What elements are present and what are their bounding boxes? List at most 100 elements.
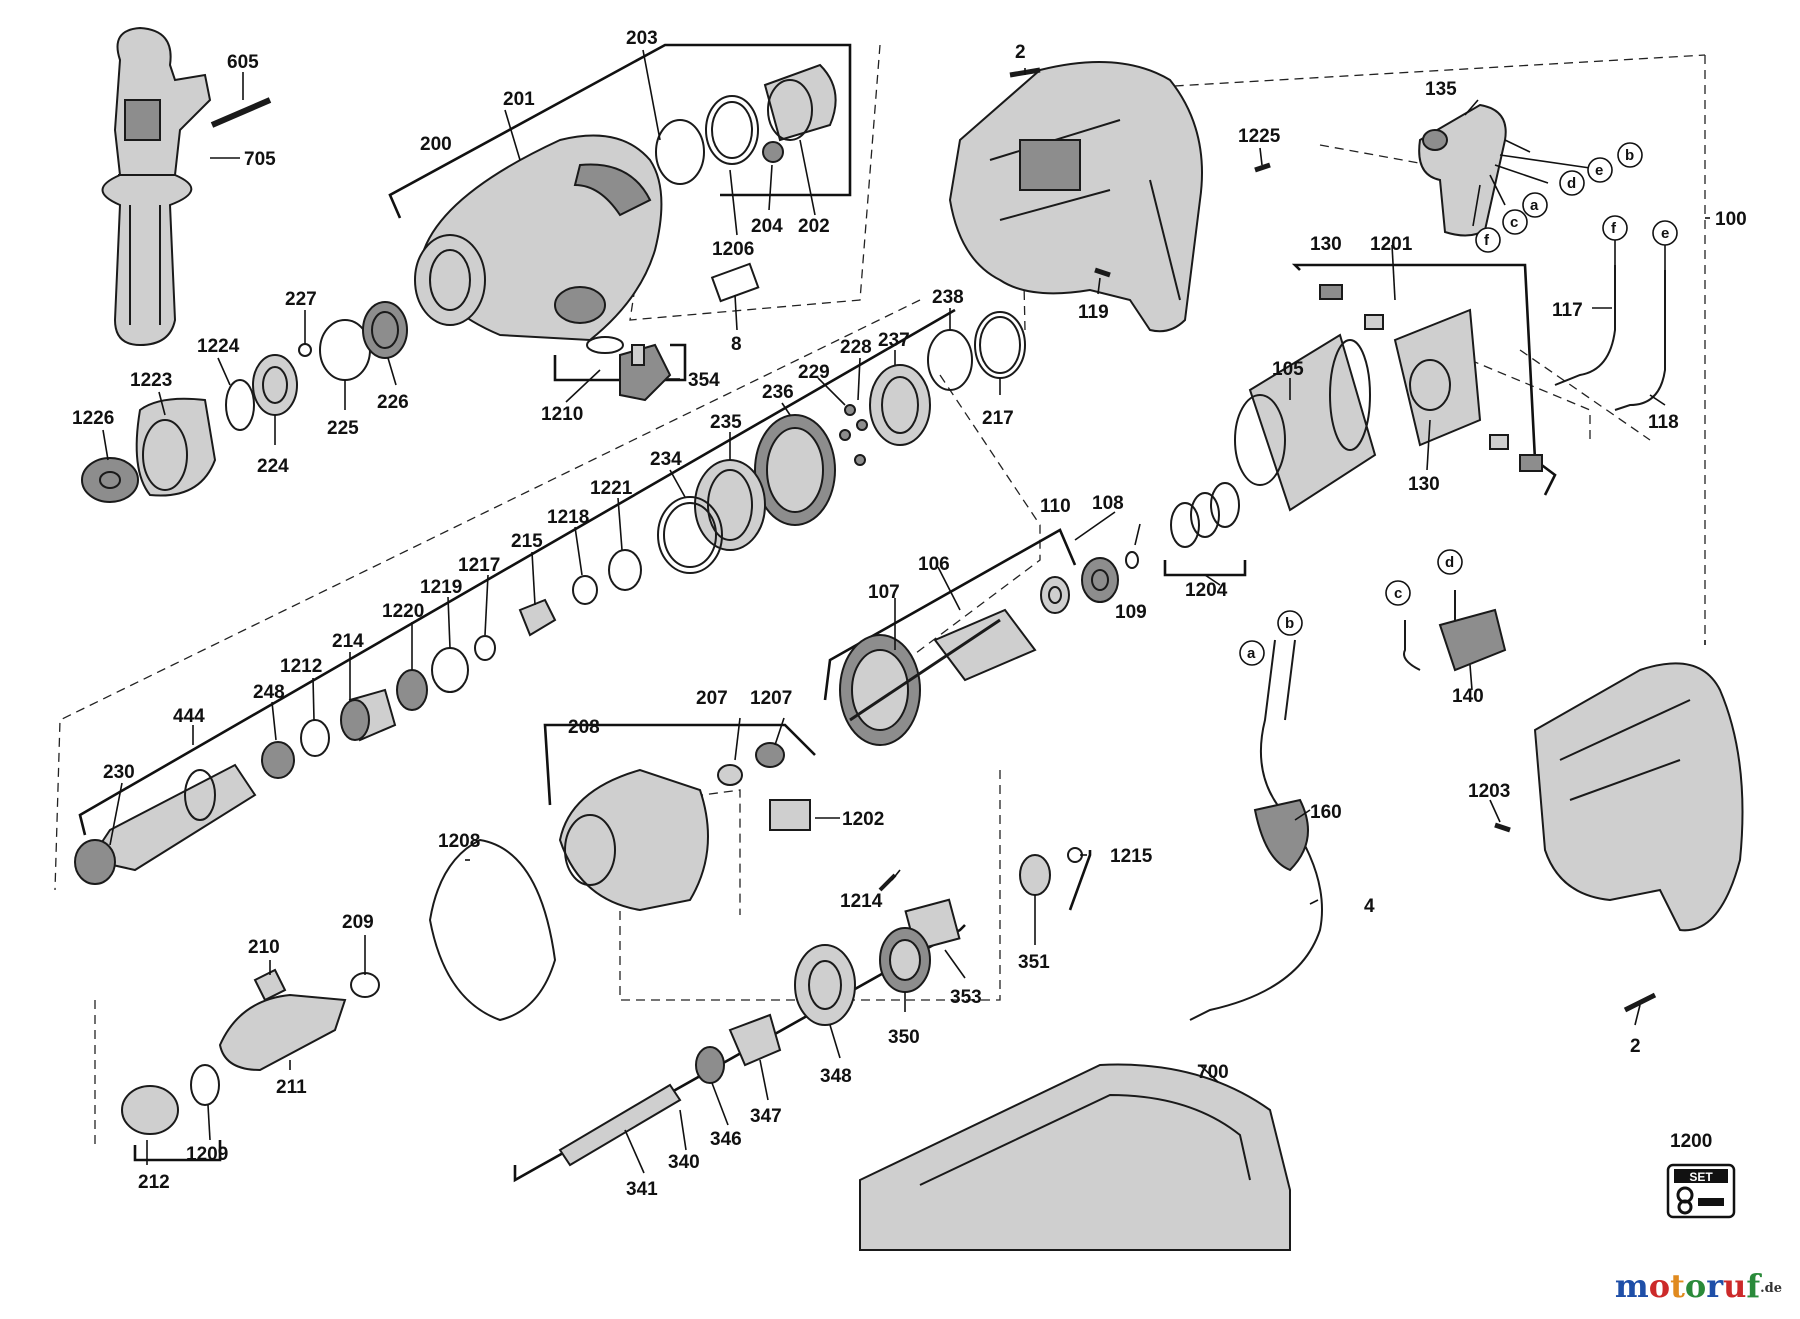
connector-letter-d-switch: d [1567, 175, 1576, 192]
part-label-351: 351 [1018, 952, 1050, 973]
part-label-1224: 1224 [197, 336, 240, 357]
part-label-119: 119 [1078, 302, 1109, 323]
part-label-1215: 1215 [1110, 846, 1153, 867]
brush-holder-1201-130 [1319, 284, 1543, 472]
part-label-353: 353 [950, 987, 982, 1008]
capacitor-140 [1403, 590, 1507, 672]
part-label-230: 230 [103, 762, 135, 783]
part-label-235: 235 [710, 412, 742, 433]
drive-shaft-348-347-346-341 [558, 944, 856, 1167]
part-label-1210: 1210 [541, 404, 583, 425]
part-label-228: 228 [840, 337, 872, 358]
part-label-234: 234 [650, 449, 682, 470]
part-label-444: 444 [173, 706, 205, 727]
switch-135 [1418, 103, 1507, 237]
bearings-110-108-109 [1040, 551, 1139, 614]
part-label-705: 705 [244, 149, 276, 170]
part-label-204: 204 [751, 216, 783, 237]
connector-letter-a-switch: a [1530, 197, 1539, 214]
part-label-700: 700 [1197, 1062, 1229, 1083]
set-badge: SET [1666, 1163, 1736, 1219]
part-label-209: 209 [342, 912, 374, 933]
part-label-2-bottom: 2 [1630, 1036, 1641, 1057]
set-badge-text: SET [1689, 1170, 1713, 1184]
part-label-1207: 1207 [750, 688, 792, 709]
connector-letter-a-cable: a [1247, 645, 1256, 662]
switch-354-1210 [586, 336, 672, 402]
connector-letter-c-switch: c [1510, 214, 1518, 231]
part-label-215: 215 [511, 531, 543, 552]
housing-right-half-1203 [1494, 662, 1744, 1013]
part-label-1223: 1223 [130, 370, 172, 391]
part-label-1217: 1217 [458, 555, 500, 576]
part-label-224: 224 [257, 456, 289, 477]
watermark-letter: o [1648, 1267, 1671, 1305]
side-handle-705 [101, 26, 212, 347]
connector-letter-f-switch: f [1484, 232, 1490, 249]
part-label-201: 201 [503, 89, 535, 110]
springs-1204 [1170, 482, 1240, 548]
part-label-107: 107 [868, 582, 900, 603]
connector-letter-d-cap: d [1445, 554, 1454, 571]
part-label-1212: 1212 [280, 656, 322, 677]
part-label-118: 118 [1648, 412, 1679, 433]
part-label-130-bottom: 130 [1408, 474, 1440, 495]
housing-left-half-119-1225 [948, 61, 1271, 333]
part-label-605: 605 [227, 52, 259, 73]
part-label-100: 100 [1715, 209, 1747, 230]
motor-flange-208-207-1207-1202 [558, 742, 811, 912]
connector-letter-e-lead: e [1661, 225, 1669, 242]
part-label-109: 109 [1115, 602, 1147, 623]
part-label-1208: 1208 [438, 831, 480, 852]
part-label-1209: 1209 [186, 1144, 228, 1165]
part-label-238: 238 [932, 287, 964, 308]
part-label-211: 211 [276, 1077, 307, 1098]
part-label-348: 348 [820, 1066, 852, 1087]
part-label-4: 4 [1364, 896, 1375, 917]
cable-160-4 [1189, 639, 1323, 1021]
barrel-230 [74, 763, 257, 885]
watermark-letter: o [1684, 1267, 1707, 1305]
part-label-106: 106 [918, 554, 950, 575]
connector-letter-e-switch: e [1595, 162, 1603, 179]
part-label-1221: 1221 [590, 478, 633, 499]
part-label-8: 8 [731, 334, 742, 355]
watermark-letter: u [1723, 1267, 1747, 1305]
watermark-text: motoruf [1615, 1267, 1760, 1305]
part-label-1204: 1204 [1185, 580, 1228, 601]
part-label-135: 135 [1425, 79, 1457, 100]
part-label-105: 105 [1272, 359, 1304, 380]
part-label-346: 346 [710, 1129, 742, 1150]
part-label-2-top: 2 [1015, 42, 1026, 63]
part-label-203: 203 [626, 28, 658, 49]
part-label-208: 208 [568, 717, 600, 738]
part-label-212: 212 [138, 1172, 170, 1193]
part-label-229: 229 [798, 362, 830, 383]
part-label-1219: 1219 [420, 577, 462, 598]
part-label-1214: 1214 [840, 891, 883, 912]
part-label-1218: 1218 [547, 507, 589, 528]
connection-letter-circles [1239, 142, 1678, 666]
gasket-1208 [428, 838, 557, 1022]
leads-117-118 [1554, 265, 1666, 411]
piston-components-238-237-228-229-236-217-235-234 [657, 311, 1026, 574]
stator-105 [1234, 333, 1377, 512]
part-label-130-top: 130 [1310, 234, 1342, 255]
rings-203-202-204-1206 [655, 63, 837, 303]
part-label-1202: 1202 [842, 809, 884, 830]
watermark-letter: m [1614, 1267, 1649, 1305]
part-label-202: 202 [798, 216, 830, 237]
part-label-1206: 1206 [712, 239, 754, 260]
connector-letter-f-lead: f [1611, 220, 1617, 237]
part-label-1220: 1220 [382, 601, 424, 622]
part-label-350: 350 [888, 1027, 920, 1048]
part-label-1226: 1226 [72, 408, 114, 429]
hammer-parts-209-210-211-1209-212 [121, 968, 380, 1135]
part-label-248: 248 [253, 682, 285, 703]
connector-letter-b-switch: b [1625, 147, 1634, 164]
connector-letter-b-cable: b [1285, 615, 1294, 632]
part-label-226: 226 [377, 392, 409, 413]
armature-106-107 [839, 608, 1037, 746]
part-label-1200: 1200 [1670, 1131, 1712, 1152]
part-label-1225: 1225 [1238, 126, 1281, 147]
